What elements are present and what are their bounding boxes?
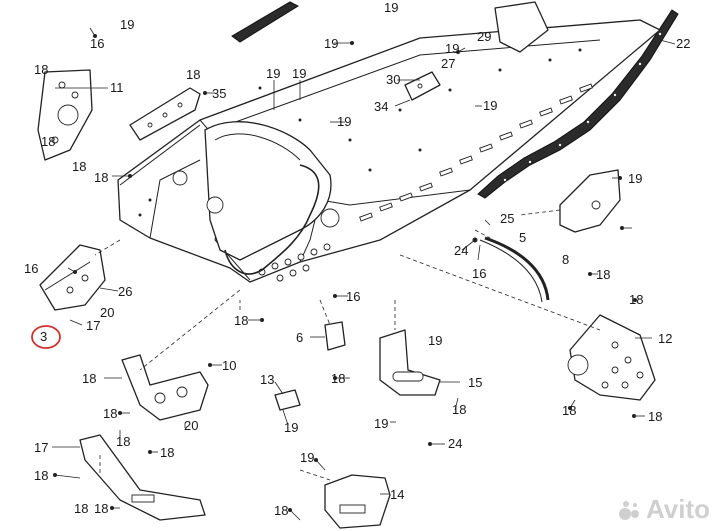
callout-label: 15 xyxy=(468,375,482,390)
callout-label: 18 xyxy=(82,371,96,386)
callout-label: 29 xyxy=(477,29,491,44)
callout-label: 16 xyxy=(346,289,360,304)
callout-label: 26 xyxy=(118,284,132,299)
bracket-part-13 xyxy=(274,389,301,411)
callout-label: 19 xyxy=(428,333,442,348)
plate-part-8 xyxy=(559,169,621,233)
callout-label: 5 xyxy=(519,230,526,245)
callout-label: 19 xyxy=(483,98,497,113)
callout-label: 18 xyxy=(331,371,345,386)
callout-label: 18 xyxy=(648,409,662,424)
rod-part-5 xyxy=(479,236,550,303)
plate-part-12 xyxy=(567,314,656,401)
callout-label: 35 xyxy=(212,86,226,101)
wire-harness xyxy=(224,164,320,275)
callout-label: 19 xyxy=(324,36,338,51)
fastener-bolts xyxy=(53,34,637,512)
callout-label: 18 xyxy=(160,445,174,460)
callout-label: 19 xyxy=(337,114,351,129)
callout-label: 19 xyxy=(300,450,314,465)
callout-label: 19 xyxy=(120,17,134,32)
callout-label: 16 xyxy=(90,36,104,51)
avito-watermark: Avito xyxy=(618,494,710,525)
callout-label: 18 xyxy=(34,62,48,77)
dashed-assembly-lines xyxy=(94,209,601,481)
tunnel-body xyxy=(117,19,661,283)
callout-label: 18 xyxy=(34,468,48,483)
callout-label: 18 xyxy=(452,402,466,417)
callout-label: 16 xyxy=(472,266,486,281)
plate-part-11 xyxy=(37,69,93,161)
callout-label: 18 xyxy=(629,292,643,307)
callout-label: 18 xyxy=(94,501,108,516)
callout-label: 18 xyxy=(72,159,86,174)
callout-label: 18 xyxy=(41,134,55,149)
callout-label: 19 xyxy=(445,41,459,56)
callout-label: 18 xyxy=(186,67,200,82)
tunnel-rail-front xyxy=(231,1,300,43)
callout-label: 24 xyxy=(454,243,468,258)
callout-label: 10 xyxy=(222,358,236,373)
fastener-dots xyxy=(138,48,582,217)
callout-label: 17 xyxy=(86,318,100,333)
callout-label: 11 xyxy=(110,80,124,95)
highlight-circle xyxy=(31,325,61,349)
callout-label: 19 xyxy=(284,420,298,435)
callout-label: 12 xyxy=(658,331,672,346)
callout-label: 19 xyxy=(628,171,642,186)
callout-label: 17 xyxy=(34,440,48,455)
callout-label: 22 xyxy=(676,36,690,51)
callout-label: 18 xyxy=(596,267,610,282)
footboard-holes xyxy=(172,170,340,282)
plate-part-10 xyxy=(121,354,209,421)
bracket-part-35 xyxy=(129,87,201,141)
bracket-part-15 xyxy=(379,329,441,396)
callout-label: 18 xyxy=(116,434,130,449)
callout-label: 14 xyxy=(390,487,404,502)
callout-label: 6 xyxy=(296,330,303,345)
callout-label: 8 xyxy=(562,252,569,267)
tunnel-slots xyxy=(359,83,593,222)
leader-lines xyxy=(52,27,676,521)
callout-label: 18 xyxy=(74,501,88,516)
bracket-part-17 xyxy=(79,434,206,521)
callout-label: 20 xyxy=(100,305,114,320)
callout-label: 27 xyxy=(441,56,455,71)
callout-label: 18 xyxy=(562,403,576,418)
callout-label: 34 xyxy=(374,99,388,114)
callout-label: 30 xyxy=(386,72,400,87)
bracket-part-14 xyxy=(324,474,391,529)
tunnel-rail-part-22 xyxy=(477,9,679,199)
callout-label: 19 xyxy=(374,416,388,431)
callout-label: 13 xyxy=(260,372,274,387)
callout-label: 18 xyxy=(274,503,288,518)
callout-label: 3 xyxy=(40,329,47,344)
callout-label: 19 xyxy=(292,66,306,81)
callout-labels: 16 19 19 19 29 19 27 22 18 11 18 35 19 1… xyxy=(24,0,690,518)
callout-label: 18 xyxy=(234,313,248,328)
bracket-part-6 xyxy=(324,321,346,351)
callout-label: 16 xyxy=(24,261,38,276)
callout-label: 19 xyxy=(384,0,398,15)
callout-label: 24 xyxy=(448,436,462,451)
callout-label: 20 xyxy=(184,418,198,433)
avito-logo-icon xyxy=(618,500,639,520)
bracket-part-30 xyxy=(404,71,441,101)
bracket-part-26 xyxy=(39,244,106,311)
watermark-text: Avito xyxy=(645,494,710,524)
bracket-part-29 xyxy=(494,1,549,53)
callout-label: 18 xyxy=(94,170,108,185)
callout-label: 19 xyxy=(266,66,280,81)
callout-label: 25 xyxy=(500,211,514,226)
callout-label: 18 xyxy=(103,406,117,421)
